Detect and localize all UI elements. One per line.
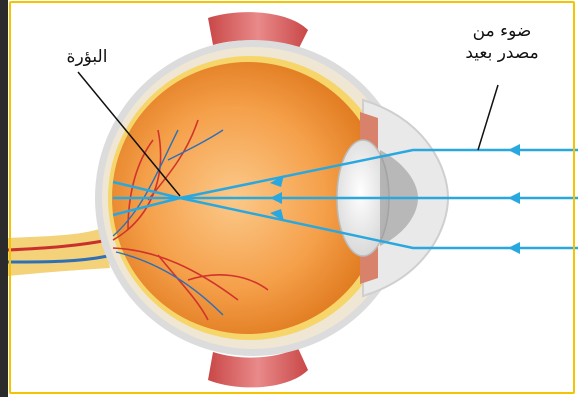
focus-label: البؤرة <box>52 46 122 68</box>
distant-light-label-line2: مصدر بعيد <box>452 42 552 64</box>
distant-light-label: ضوء من مصدر بعيد <box>452 20 552 64</box>
diagram-frame: البؤرة ضوء من مصدر بعيد <box>8 0 578 397</box>
optic-nerve <box>8 228 110 276</box>
distant-light-label-line1: ضوء من <box>452 20 552 42</box>
light-leader-line <box>478 85 498 150</box>
